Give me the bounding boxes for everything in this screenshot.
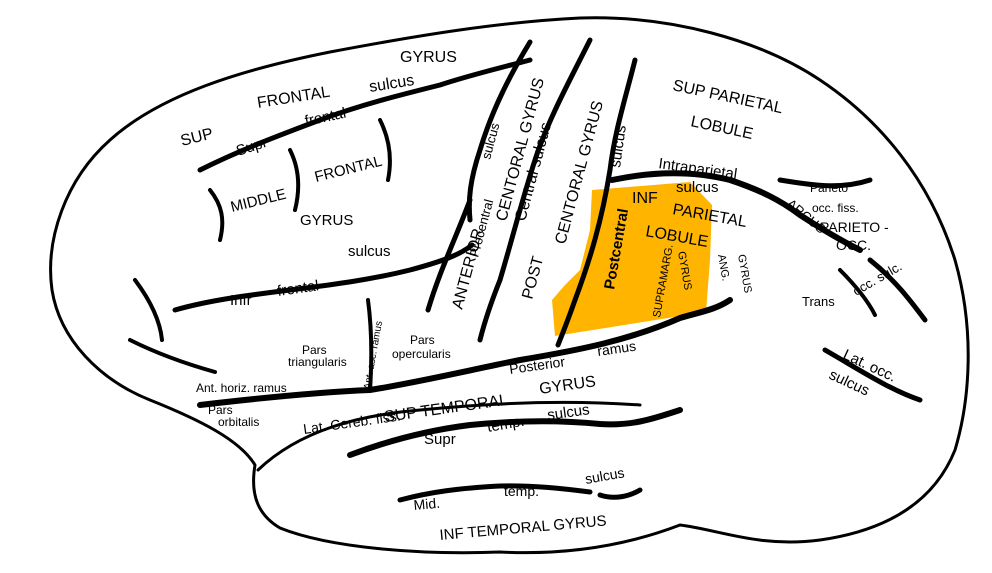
label-pars-orbitalis-2: orbitalis (218, 415, 259, 429)
label-ang: ANG. (715, 253, 731, 282)
label-sulcus-mid: sulcus (584, 464, 626, 487)
label-parieto: Parieto (810, 181, 848, 195)
central-sulcus (477, 37, 593, 343)
label-sup: SUP (179, 125, 215, 149)
label-ant-horiz-ramus: Ant. horiz. ramus (196, 381, 287, 395)
label-pars-triangularis-2: triangularis (288, 355, 347, 369)
label-supr-temp: Supr (424, 431, 456, 448)
lateral-occipital-sulcus (822, 347, 923, 403)
label-gyrus-top: GYRUS (400, 49, 457, 66)
label-inf: INF (632, 190, 658, 207)
label-pars-triangularis-1: Pars (302, 343, 327, 357)
label-parieto-occ-2: OCC. (836, 237, 871, 253)
label-pars-opercularis-1: Pars (410, 333, 435, 347)
label-trans: Trans (802, 294, 835, 309)
label-ant-asc-ramus: Ant. asc. ramus (362, 320, 385, 390)
label-sup-parietal: SUP PARIETAL (671, 77, 784, 117)
label-frontal-inf: frontal (276, 277, 320, 300)
label-frontal-small: frontal (303, 105, 347, 130)
label-pars-opercularis-2: opercularis (392, 347, 451, 361)
label-temp-mid: temp. (504, 483, 539, 499)
label-gyrus-mid: GYRUS (300, 212, 353, 229)
transverse-occipital-sulcus (838, 268, 877, 317)
label-temp: temp. (486, 413, 526, 436)
label-middle: MIDDLE (229, 186, 288, 216)
temporal-lobe-boundary (256, 400, 642, 472)
ascending-ramus (366, 298, 374, 392)
occipital-labels: Parieto occ. fiss. PARIETO - OCC. Trans … (802, 181, 904, 400)
middle-temporal-sulcus (397, 483, 643, 503)
superior-temporal-sulcus (347, 407, 683, 458)
inferior-frontal-sulcus (172, 242, 475, 313)
label-occ-fiss: occ. fiss. (812, 201, 859, 215)
label-supr: Supr (234, 134, 269, 160)
label-sulcus-intraparietal: sulcus (676, 179, 719, 196)
label-parieto-occ-1: PARIETO - (820, 219, 889, 235)
label-mid: Mid. (413, 495, 441, 513)
label-posterior: Posterior (508, 353, 566, 377)
intraparietal-sulcus (609, 170, 863, 253)
label-infr: Infr (230, 292, 252, 309)
label-sulcus-inf: sulcus (348, 243, 391, 260)
frontal-minor-sulci (128, 118, 392, 374)
label-sulcus-precentral: sulcus (478, 121, 502, 161)
superior-frontal-sulcus (197, 57, 533, 173)
label-inf-temporal-gyrus: INF TEMPORAL GYRUS (439, 512, 607, 544)
label-lobule-sup: LOBULE (689, 113, 754, 143)
brain-outline (49, 16, 970, 555)
supramarginal-highlight (552, 182, 712, 336)
label-ramus: ramus (596, 338, 637, 359)
label-post: POST (519, 254, 547, 301)
label-frontal-mid: FRONTAL (313, 153, 384, 186)
label-gyrus-temporal: GYRUS (538, 373, 597, 398)
label-gyrus-ang: GYRUS (735, 253, 754, 294)
postcentral-sulcus (555, 57, 638, 348)
label-frontal-top: FRONTAL (256, 84, 331, 112)
label-sulcus-top: sulcus (368, 72, 415, 96)
parieto-occipital-fissure (777, 177, 928, 323)
label-sulcus-temp: sulcus (546, 401, 590, 424)
label-sulcus-postcentral: sulcus (607, 124, 630, 168)
precentral-sulcus (425, 39, 533, 313)
lateral-fissure (197, 297, 733, 408)
label-pars-orbitalis-1: Pars (208, 403, 233, 417)
